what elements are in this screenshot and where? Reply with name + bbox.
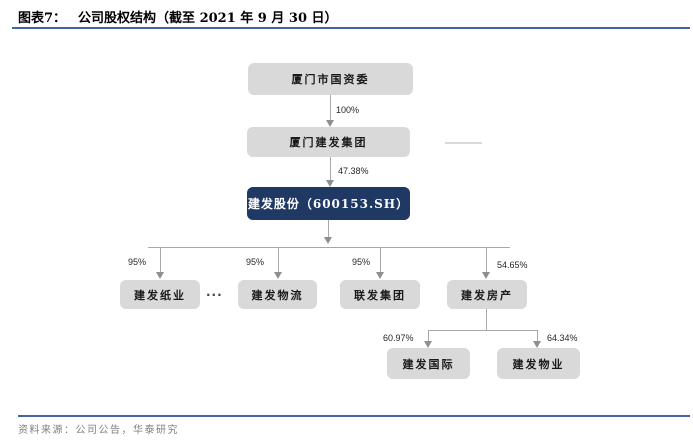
connector-realestate-property: [537, 330, 538, 342]
title-divider-rule: [12, 27, 690, 29]
ownership-label-logistics: 95%: [246, 257, 265, 267]
connector-inc-logistics: [278, 247, 279, 273]
stray-line: [445, 142, 482, 144]
arrow-down-icon: [274, 272, 282, 279]
footer-divider-rule: [18, 415, 690, 417]
node-xiamen-sasac: 厦门市国资委: [248, 63, 413, 95]
ownership-label-realestate: 54.65%: [497, 260, 528, 270]
arrow-down-icon: [376, 272, 384, 279]
arrow-down-icon: [533, 341, 541, 348]
connector-inc-busbar: [328, 220, 329, 238]
arrow-down-icon: [324, 237, 332, 244]
arrow-down-icon: [424, 341, 432, 348]
arrow-down-icon: [326, 180, 334, 187]
node-cd-logistics: 建发物流: [238, 280, 317, 309]
ownership-label-group-inc: 47.38%: [338, 166, 369, 176]
figure-number-label: 图表7：: [18, 11, 67, 26]
node-cd-group: 厦门建发集团: [247, 127, 410, 157]
node-cd-international: 建发国际: [387, 348, 470, 379]
ownership-label-property: 64.34%: [547, 333, 578, 343]
node-cd-property: 建发物业: [497, 348, 580, 379]
figure-title-text: 公司股权结构（截至 2021 年 9 月 30 日）: [78, 11, 338, 26]
arrow-down-icon: [482, 272, 490, 279]
connector-inc-realestate: [486, 247, 487, 273]
arrow-down-icon: [156, 272, 164, 279]
node-cd-paper: 建发纸业: [120, 280, 200, 309]
figure-title: 图表7： 公司股权结构（截至 2021 年 9 月 30 日）: [18, 7, 338, 26]
connector-realestate-intl: [428, 330, 429, 342]
arrow-down-icon: [326, 120, 334, 127]
busbar-level5: [428, 330, 537, 331]
ownership-label-lianfa: 95%: [352, 257, 371, 267]
node-cd-inc: 建发股份（600153.SH）: [247, 187, 410, 220]
ownership-label-intl: 60.97%: [383, 333, 414, 343]
connector-sasac-group: [330, 95, 331, 121]
connector-group-inc: [330, 157, 331, 181]
connector-inc-paper: [160, 247, 161, 273]
source-note: 资料来源：公司公告，华泰研究: [18, 425, 179, 436]
ownership-label-paper: 95%: [128, 257, 147, 267]
connector-inc-lianfa: [380, 247, 381, 273]
ellipsis-more-subsidiaries: ···: [206, 288, 223, 302]
busbar-level4: [148, 247, 510, 248]
ownership-label-sasac-group: 100%: [336, 105, 360, 115]
node-lianfa-group: 联发集团: [340, 280, 420, 309]
connector-realestate-busbar: [486, 309, 487, 330]
node-cd-realestate: 建发房产: [447, 280, 527, 309]
